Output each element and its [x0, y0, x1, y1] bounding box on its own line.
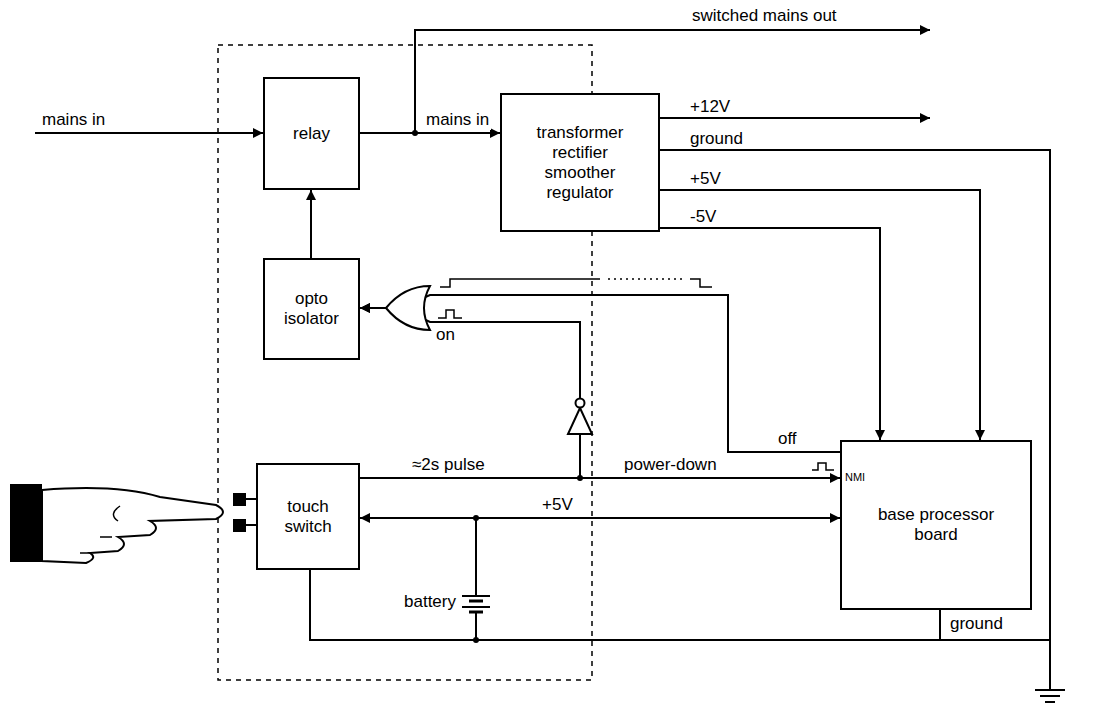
plus12v-wire	[660, 117, 930, 119]
switched-mains-wire	[415, 30, 930, 133]
wire-label: switched mains out	[690, 6, 839, 26]
wire-label: +12V	[688, 97, 732, 117]
block-label: opto isolator	[275, 289, 348, 329]
signal-name: mains in	[424, 110, 491, 130]
inverter-symbol	[568, 408, 592, 434]
battery-symbol	[462, 596, 490, 614]
wire-label: mains in	[40, 110, 107, 130]
on-pulse-waveform	[438, 310, 462, 318]
signal-name: +5V	[688, 169, 723, 189]
block-label: base processor board	[872, 505, 1000, 545]
block-box: base processor board	[840, 440, 1032, 610]
signal-name: -5V	[688, 207, 718, 227]
signal-connector	[360, 308, 580, 478]
block-label: relay	[293, 124, 330, 144]
ground-wire	[660, 150, 1050, 690]
signal-connector	[360, 132, 500, 134]
ground-wire	[940, 639, 1050, 641]
signal-name: +5V	[540, 495, 575, 515]
wire-label: battery	[402, 592, 458, 612]
signal-connector	[360, 517, 840, 519]
inverter-bubble	[576, 399, 585, 408]
block-box: opto isolator	[263, 258, 360, 360]
wire-label: on	[434, 325, 457, 345]
signal-name: off	[776, 429, 799, 449]
wire-label: NMI	[843, 471, 867, 484]
block-label: transformer rectifier smoother regulator	[522, 123, 638, 203]
signal-connector	[660, 190, 980, 440]
signal-connector	[360, 295, 840, 452]
battery-wire	[475, 518, 477, 640]
touch-contacts	[233, 493, 256, 532]
pointing-hand-illustration	[10, 484, 223, 563]
signal-connector	[360, 477, 840, 479]
off-level-waveform	[440, 279, 712, 287]
signal-connector	[310, 190, 312, 258]
wire-label: ≈2s pulse	[410, 455, 487, 475]
wire-label: ground	[948, 614, 1005, 634]
or-gate-symbol	[386, 286, 430, 330]
mains-input-wire	[35, 132, 263, 134]
nmi-pulse-waveform	[812, 463, 834, 470]
signal-connector	[660, 228, 880, 440]
block-box: relay	[263, 77, 360, 190]
earth-symbol	[1035, 690, 1065, 702]
block-box: touch switch	[256, 463, 360, 570]
off-level-waveform	[608, 278, 682, 280]
wire-label: ground	[688, 129, 745, 149]
block-box: transformer rectifier smoother regulator	[500, 93, 660, 232]
block-label: touch switch	[268, 497, 348, 537]
signal-name: power-down	[622, 455, 719, 475]
